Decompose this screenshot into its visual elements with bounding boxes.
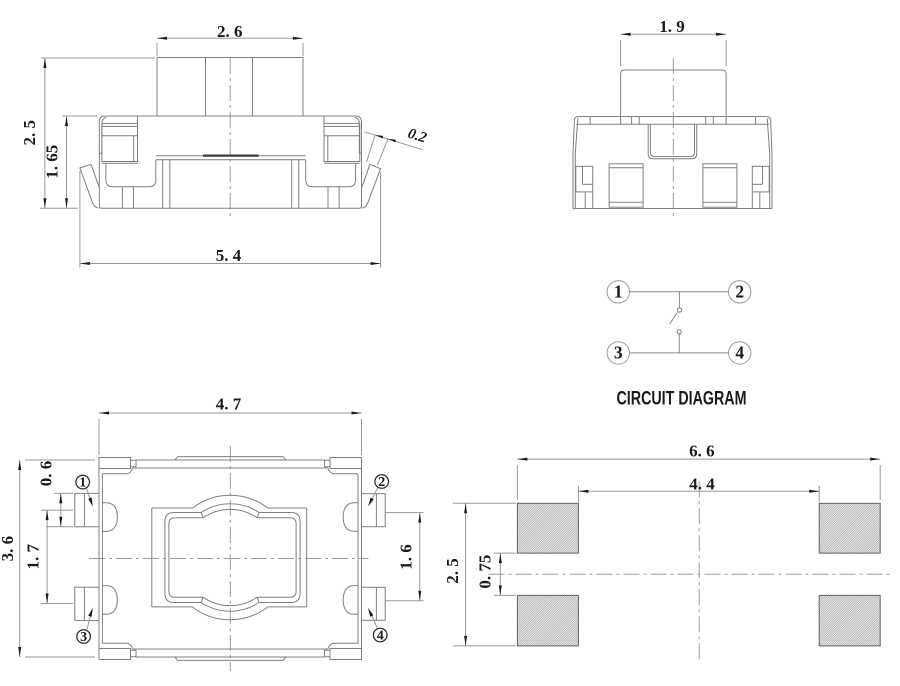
svg-text:4. 4: 4. 4 xyxy=(689,475,715,494)
svg-text:2: 2 xyxy=(735,282,744,302)
svg-text:0.2: 0.2 xyxy=(406,126,429,147)
svg-text:2. 6: 2. 6 xyxy=(217,22,243,41)
svg-text:3: 3 xyxy=(614,343,623,363)
svg-text:1: 1 xyxy=(614,282,623,302)
svg-text:1: 1 xyxy=(79,476,86,491)
svg-text:3: 3 xyxy=(80,630,87,645)
svg-text:0. 6: 0. 6 xyxy=(37,461,56,487)
svg-text:4. 7: 4. 7 xyxy=(216,395,242,414)
svg-text:1. 7: 1. 7 xyxy=(24,544,43,570)
svg-text:6. 6: 6. 6 xyxy=(689,441,715,460)
svg-text:2: 2 xyxy=(378,475,385,490)
svg-text:CIRCUIT DIAGRAM: CIRCUIT DIAGRAM xyxy=(617,387,747,409)
svg-text:2. 5: 2. 5 xyxy=(20,120,39,146)
svg-text:2. 5: 2. 5 xyxy=(443,558,462,584)
svg-text:4: 4 xyxy=(377,629,384,644)
svg-text:1. 65: 1. 65 xyxy=(42,145,61,179)
svg-text:0. 75: 0. 75 xyxy=(476,555,495,589)
svg-text:5. 4: 5. 4 xyxy=(216,246,242,265)
svg-text:4: 4 xyxy=(735,343,744,363)
svg-text:1. 9: 1. 9 xyxy=(659,17,685,36)
svg-text:1. 6: 1. 6 xyxy=(396,544,415,570)
svg-text:3. 6: 3. 6 xyxy=(0,536,17,562)
